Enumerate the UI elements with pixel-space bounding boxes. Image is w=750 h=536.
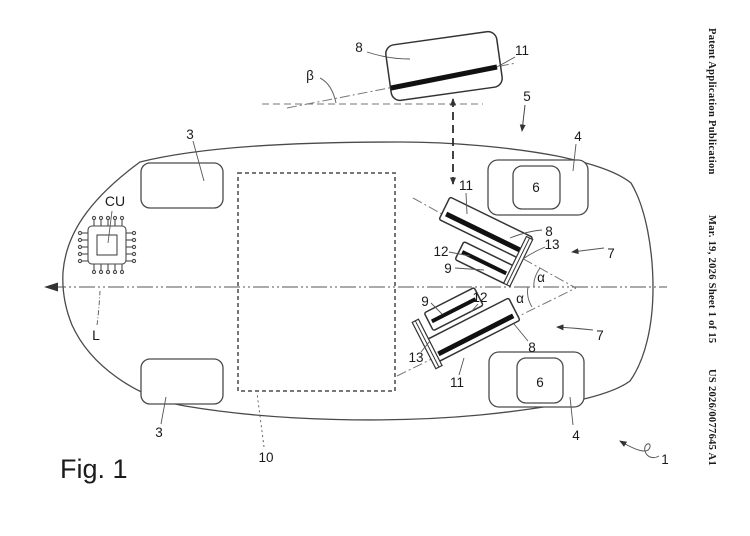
beta-arc [319, 77, 337, 104]
label-13-rail-lower: 13 [408, 350, 423, 365]
label-11-stripe-lower: 11 [450, 375, 464, 390]
rim-front-right [512, 165, 561, 210]
control-unit-chip-icon [77, 215, 137, 275]
label-7-direction: 7 [607, 246, 615, 261]
radar-sensor-upper [438, 196, 534, 288]
label-12-stripe-upper: 12 [433, 244, 448, 259]
car-body-outline [62, 141, 654, 421]
header-doc-number: US 2026/0077645 A1 [706, 369, 717, 466]
label-beta: β [306, 68, 314, 83]
leader-lines [96, 51, 577, 448]
label-4-rear-wheel-2: 4 [572, 428, 580, 443]
arrow-5 [519, 104, 526, 132]
label-6-rim: 6 [532, 180, 540, 195]
figure-caption: Fig. 1 [60, 454, 128, 484]
label-5-arrow: 5 [523, 89, 531, 104]
arrow-7-upper [571, 247, 605, 255]
radar-sensor-lower [411, 287, 521, 370]
label-8-sensor-upper: 8 [545, 224, 553, 239]
label-alpha-lower: α [516, 291, 524, 306]
label-8-sensor-lower: 8 [528, 340, 536, 355]
label-13-rail-upper: 13 [544, 237, 559, 252]
axis-arrowhead [44, 282, 58, 292]
label-11-stripe-upper: 11 [459, 178, 473, 193]
mirror-stripe [390, 64, 498, 91]
label-6-rim-2: 6 [536, 375, 544, 390]
label-10-battery: 10 [258, 450, 273, 465]
label-9-holder-lower: 9 [421, 294, 429, 309]
alpha-arc-upper [533, 267, 541, 288]
label-alpha-upper: α [537, 270, 545, 285]
sensor-stripe [437, 313, 515, 357]
wheel-rear-left [140, 358, 224, 405]
label-l-axis: L [92, 327, 100, 343]
wheel-front-left [140, 162, 224, 209]
label-8-mirror: 8 [355, 40, 363, 55]
alpha-arc-lower [527, 286, 533, 308]
arrow-7-lower [556, 324, 594, 331]
label-1-vehicle: 1 [661, 452, 669, 467]
arrow-1-squiggle [619, 440, 660, 459]
label-12-stripe-lower: 12 [472, 290, 487, 305]
rim-rear-right [516, 357, 564, 404]
label-9-holder-upper: 9 [444, 261, 452, 276]
label-11-mirror-stripe: 11 [515, 43, 529, 58]
holder-stripe [430, 297, 477, 324]
label-4-rear-wheel: 4 [574, 129, 582, 144]
header-date-sheet: Mar. 19, 2026 Sheet 1 of 15 [706, 215, 717, 344]
header-publication: Patent Application Publication [706, 28, 717, 175]
mirror-object [385, 30, 503, 102]
chip-pins [77, 215, 137, 275]
sensor-stripe [445, 211, 523, 254]
label-cu: CU [105, 193, 125, 209]
label-3-front-wheel: 3 [186, 127, 194, 142]
label-7-direction-2: 7 [596, 328, 604, 343]
label-3-front-wheel-2: 3 [155, 425, 163, 440]
battery-box [237, 172, 396, 392]
